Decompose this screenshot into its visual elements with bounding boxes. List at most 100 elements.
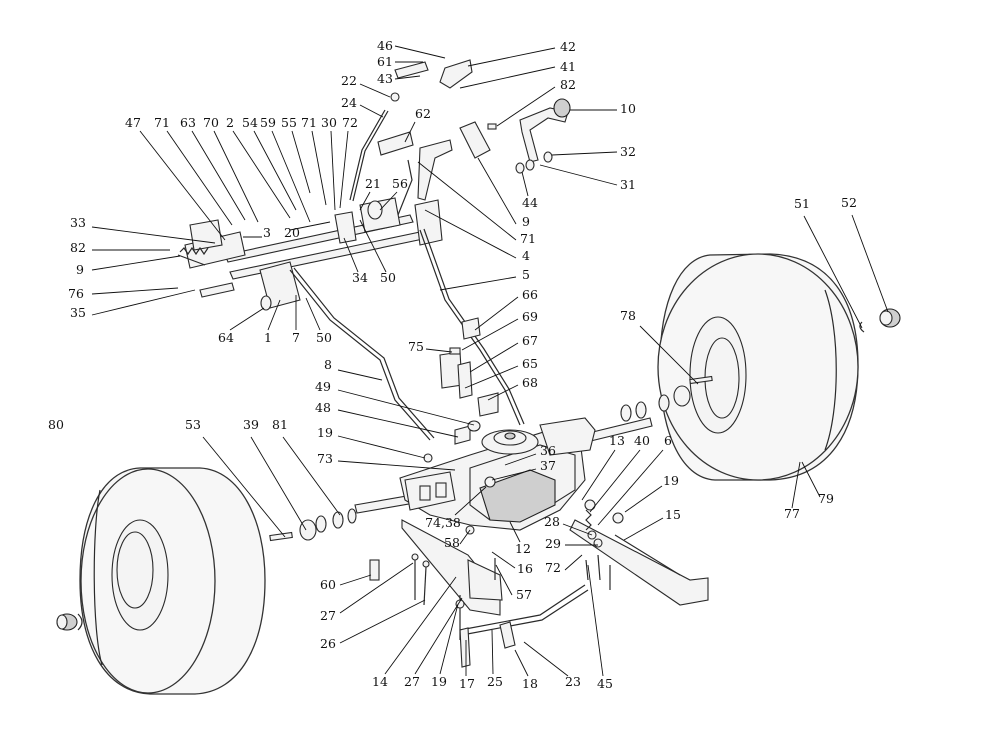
callout-label-40: 40: [634, 433, 650, 448]
leader-line-51: [803, 215, 863, 329]
leader-line-53: [202, 436, 286, 538]
callout-label-1: 1: [264, 330, 272, 345]
leader-line-34: [343, 237, 359, 273]
leader-line-22: [359, 83, 391, 98]
callout-label-20: 20: [284, 225, 300, 240]
callout-label-10: 10: [620, 101, 636, 116]
callout-label-6: 6: [664, 433, 672, 448]
leader-line-82a: [496, 86, 556, 127]
leader-line-1: [267, 299, 281, 331]
callout-label-18: 18: [522, 676, 538, 691]
callout-label-31: 31: [620, 177, 636, 192]
right-mount-bracket: [569, 519, 709, 606]
leader-line-59: [271, 130, 311, 223]
left-mount-bracket: [401, 519, 503, 616]
leader-line-42: [467, 47, 556, 67]
right-hub-cap: [859, 308, 901, 333]
leader-line-21: [359, 191, 371, 211]
callout-label-54: 54: [242, 115, 258, 130]
callout-label-3: 3: [263, 225, 271, 240]
leader-line-16: [491, 551, 516, 569]
leader-line-72a: [339, 130, 349, 209]
callout-label-51: 51: [794, 196, 810, 211]
leader-line-75: [425, 348, 453, 353]
leader-line-23: [523, 641, 569, 677]
callout-label-19a: 19: [317, 425, 333, 440]
leader-line-30: [330, 130, 336, 211]
callout-label-81: 81: [272, 417, 288, 432]
callout-label-29: 29: [545, 536, 561, 551]
callout-label-19b: 19: [663, 473, 679, 488]
leader-line-15: [623, 517, 664, 541]
leader-line-50a: [359, 219, 387, 273]
callout-label-30: 30: [321, 115, 337, 130]
callout-label-8: 8: [324, 357, 332, 372]
leader-line-62: [404, 121, 416, 143]
callout-label-78: 78: [620, 308, 636, 323]
leader-line-2: [232, 130, 291, 219]
leader-line-64: [229, 307, 265, 331]
callout-label-48: 48: [315, 400, 331, 415]
callout-label-32: 32: [620, 144, 636, 159]
leader-line-39: [250, 436, 307, 531]
callout-label-7: 7: [292, 330, 300, 345]
leader-line-79: [801, 461, 821, 498]
leader-line-14: [384, 576, 457, 675]
callout-label-66: 66: [522, 287, 538, 302]
leader-line-76: [91, 287, 179, 295]
callout-label-56: 56: [392, 176, 408, 191]
leader-line-43: [394, 75, 421, 80]
leader-line-13: [581, 449, 616, 501]
leader-line-77: [791, 461, 801, 509]
callout-label-49: 49: [315, 379, 331, 394]
callout-label-2: 2: [226, 115, 234, 130]
leader-line-41: [459, 66, 556, 89]
callout-label-68: 68: [522, 375, 538, 390]
leader-line-78: [639, 325, 699, 385]
callout-label-57: 57: [516, 587, 532, 602]
callout-label-27b: 27: [404, 674, 420, 689]
callout-label-46: 46: [377, 38, 393, 53]
callout-label-27a: 27: [320, 608, 336, 623]
callout-label-50b: 50: [316, 330, 332, 345]
leader-line-55: [291, 130, 311, 194]
callout-label-13: 13: [609, 433, 625, 448]
callout-label-69: 69: [522, 309, 538, 324]
leader-line-52: [851, 214, 889, 313]
callout-label-52: 52: [841, 195, 857, 210]
callout-label-9a: 9: [522, 214, 530, 229]
callout-label-55: 55: [281, 115, 297, 130]
callout-label-35: 35: [70, 305, 86, 320]
leader-line-27a: [339, 562, 414, 614]
callout-label-43: 43: [377, 71, 393, 86]
linkage-rods: [289, 109, 525, 441]
brake-pedal: [417, 121, 491, 201]
callout-label-79: 79: [818, 491, 834, 506]
callout-label-80: 80: [48, 417, 64, 432]
leader-line-26: [339, 599, 426, 644]
leader-line-69: [461, 318, 519, 351]
callout-label-7438: 74,38: [425, 515, 461, 530]
leader-line-54: [253, 130, 297, 211]
leader-line-19b: [624, 485, 663, 513]
leader-line-9a: [477, 157, 517, 225]
callout-label-28: 28: [544, 514, 560, 529]
speed-control-lever: [377, 59, 473, 156]
callout-label-77: 77: [784, 506, 800, 521]
callout-label-42: 42: [560, 39, 576, 54]
callout-label-5: 5: [522, 267, 530, 282]
leader-line-25: [491, 629, 494, 675]
callout-label-41: 41: [560, 59, 576, 74]
callout-label-37: 37: [540, 458, 556, 473]
leader-line-70: [213, 130, 259, 223]
leader-line-71a: [166, 130, 233, 226]
pedal-cross-shaft: [177, 197, 443, 311]
leader-line-46: [394, 45, 446, 59]
callout-label-58: 58: [444, 535, 460, 550]
leader-line-60: [339, 574, 372, 586]
leader-line-4: [424, 209, 517, 259]
callout-label-72a: 72: [342, 115, 358, 130]
callout-label-33: 33: [70, 215, 86, 230]
